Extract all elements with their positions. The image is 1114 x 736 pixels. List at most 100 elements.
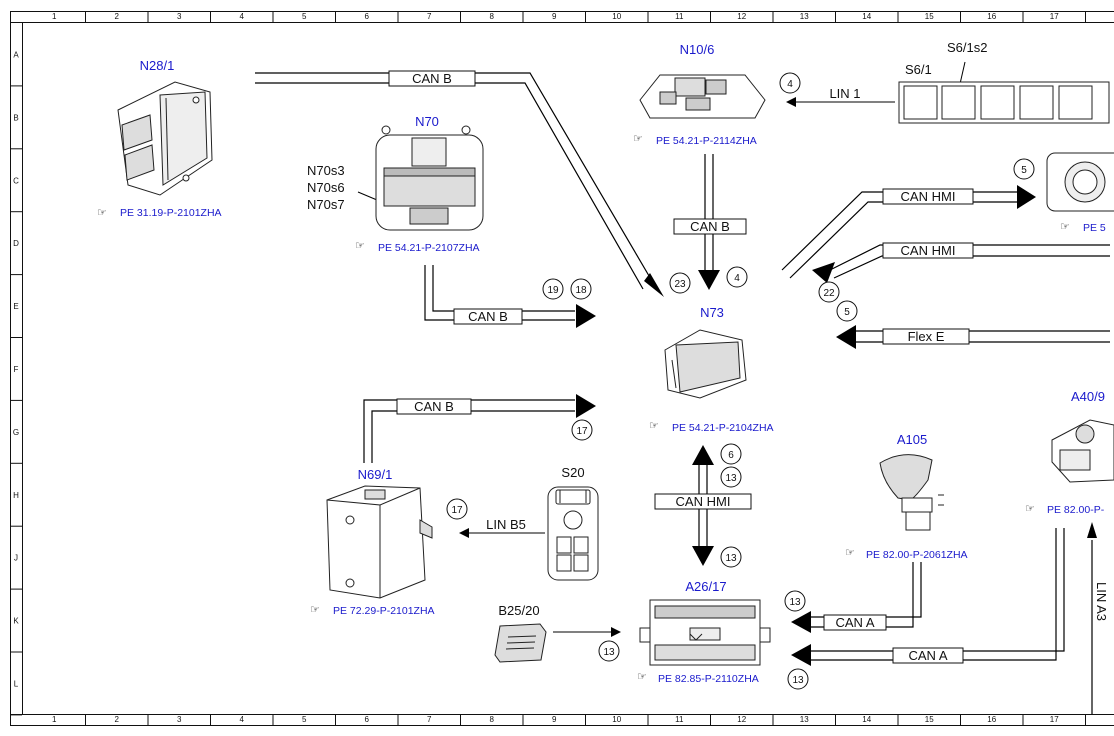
grid-column-label: 2 — [115, 715, 120, 724]
svg-text:13: 13 — [725, 473, 737, 484]
thin-lines — [357, 61, 966, 637]
n28-1-module-icon — [117, 81, 213, 196]
marker-5-top: 5 — [1013, 158, 1035, 180]
svg-text:17: 17 — [576, 426, 588, 437]
svg-text:PE 54.21-P-2107ZHA: PE 54.21-P-2107ZHA — [378, 242, 480, 254]
bus-cana-2: CAN A — [892, 647, 964, 664]
n10-6-sam-icon — [639, 74, 766, 119]
grid-column-label: 8 — [490, 12, 495, 21]
svg-text:CAN B: CAN B — [468, 309, 508, 324]
svg-text:PE 31.19-P-2101ZHA: PE 31.19-P-2101ZHA — [120, 207, 222, 219]
marker-4-n10: 4 — [726, 266, 748, 288]
svg-text:Flex E: Flex E — [908, 329, 945, 344]
marker-22: 22 — [818, 281, 840, 303]
a40-9-ref-icon: ☞ — [1025, 503, 1035, 515]
component-s20: S20 — [547, 465, 599, 581]
component-n28-1: N28/1 ☞ PE 31.19-P-2101ZHA — [97, 58, 222, 219]
grid-column-label: 7 — [427, 715, 432, 724]
s6-1-switch-panel-icon — [898, 81, 1110, 124]
grid-column-label: 6 — [365, 715, 370, 724]
svg-text:CAN A: CAN A — [908, 648, 947, 663]
grid-row-label: L — [14, 679, 19, 688]
grid-row-label: J — [14, 554, 18, 563]
a40-9-device-icon — [1051, 419, 1114, 483]
svg-text:A26/17: A26/17 — [685, 579, 726, 594]
grid-column-label: 14 — [862, 715, 871, 724]
marker-13-l: 13 — [787, 668, 809, 690]
bus-linb5: LIN B5 — [486, 517, 526, 532]
circle-markers: 4 5 4 23 22 19 18 5 17 6 13 17 13 13 13 … — [446, 72, 1035, 690]
svg-text:A105: A105 — [897, 432, 927, 447]
svg-text:22: 22 — [823, 288, 835, 299]
svg-text:A40/9: A40/9 — [1071, 389, 1105, 404]
a26-17-ref-icon: ☞ — [637, 671, 647, 683]
grid-row-label: F — [14, 365, 19, 374]
svg-text:5: 5 — [844, 307, 850, 318]
grid-column-label: 13 — [800, 715, 809, 724]
svg-text:PE 54.21-P-2104ZHA: PE 54.21-P-2104ZHA — [672, 422, 774, 434]
a26-17-control-unit-icon — [639, 599, 771, 666]
grid-column-label: 3 — [177, 715, 182, 724]
grid-row-label: C — [13, 176, 19, 185]
svg-text:PE 5: PE 5 — [1083, 222, 1106, 234]
grid-column-label: 12 — [737, 715, 746, 724]
svg-text:PE 54.21-P-2114ZHA: PE 54.21-P-2114ZHA — [656, 135, 757, 147]
grid-column-label: 6 — [365, 12, 370, 21]
grid-row-label: E — [13, 302, 18, 311]
svg-text:CAN B: CAN B — [690, 219, 730, 234]
bus-lin1: LIN 1 — [829, 86, 860, 101]
grid-column-label: 2 — [115, 12, 120, 21]
svg-text:N69/1: N69/1 — [358, 467, 393, 482]
marker-13-upper: 13 — [720, 466, 742, 488]
marker-13-lower: 13 — [720, 546, 742, 568]
a105-selector-lever-icon — [879, 454, 944, 531]
component-c-partial: ☞ PE 5 — [1046, 152, 1114, 234]
bus-flexe: Flex E — [882, 328, 970, 345]
svg-text:LIN 1: LIN 1 — [829, 86, 860, 101]
svg-text:S6/1s2: S6/1s2 — [947, 40, 987, 55]
svg-text:N28/1: N28/1 — [140, 58, 175, 73]
bus-lina3: LIN A3 — [1094, 582, 1109, 621]
component-b25-20: B25/20 — [494, 603, 547, 663]
grid-column-label: 10 — [612, 12, 621, 21]
svg-text:B25/20: B25/20 — [498, 603, 539, 618]
grid-row-label: G — [13, 428, 19, 437]
svg-text:13: 13 — [789, 597, 801, 608]
svg-text:PE 72.29-P-2101ZHA: PE 72.29-P-2101ZHA — [333, 605, 435, 617]
svg-text:PE 82.00-P-: PE 82.00-P- — [1047, 504, 1105, 516]
marker-13-k: 13 — [784, 590, 806, 612]
grid-row-label: A — [13, 50, 19, 59]
grid-column-label: 16 — [987, 12, 996, 21]
svg-text:N70: N70 — [415, 114, 439, 129]
n28-1-ref-icon: ☞ — [97, 207, 107, 219]
svg-text:17: 17 — [451, 505, 463, 516]
n70-overhead-icon — [375, 125, 484, 231]
svg-text:CAN HMI: CAN HMI — [901, 243, 956, 258]
svg-text:LIN B5: LIN B5 — [486, 517, 526, 532]
grid-column-label: 17 — [1050, 12, 1059, 21]
c-partial-ref-icon: ☞ — [1060, 221, 1070, 233]
svg-text:13: 13 — [725, 553, 737, 564]
grid-column-label: 5 — [302, 12, 307, 21]
grid-column-label: 5 — [302, 715, 307, 724]
component-n10-6: N10/6 ☞ PE 54.21-P-2114ZHA — [633, 42, 766, 147]
grid-column-label: 15 — [925, 12, 934, 21]
grid-column-label: 12 — [737, 12, 746, 21]
bus-arrowheads — [576, 185, 1097, 666]
marker-17-lin: 17 — [446, 498, 468, 520]
grid-row-label: H — [13, 491, 19, 500]
bus-canb-top: CAN B — [388, 70, 476, 87]
component-a105: A105 ☞ PE 82.00-P-2061ZHA — [845, 432, 968, 561]
grid-column-label: 11 — [675, 715, 684, 724]
marker-6: 6 — [720, 443, 742, 465]
svg-text:CAN B: CAN B — [412, 71, 452, 86]
n69-1-module-icon — [326, 485, 433, 599]
svg-text:19: 19 — [547, 285, 559, 296]
grid-column-label: 1 — [52, 715, 57, 724]
a105-ref-icon: ☞ — [845, 547, 855, 559]
svg-text:23: 23 — [674, 279, 686, 290]
grid-column-label: 17 — [1050, 715, 1059, 724]
marker-5-flex: 5 — [836, 300, 858, 322]
grid-column-label: 8 — [490, 715, 495, 724]
bus-lines — [255, 72, 1110, 714]
